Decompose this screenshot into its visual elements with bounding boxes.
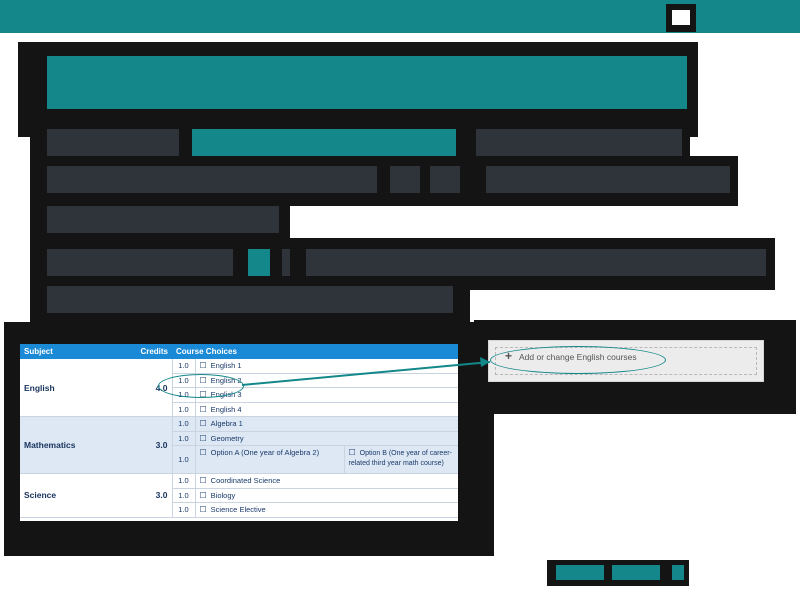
back-button[interactable] bbox=[556, 565, 604, 580]
close-button[interactable] bbox=[666, 4, 696, 32]
text-line bbox=[486, 166, 730, 193]
add-link-highlight bbox=[490, 346, 666, 374]
table-row: Mathematics 3.0 1.0 Algebra 1 bbox=[20, 416, 458, 474]
subject-math: Mathematics bbox=[20, 416, 120, 474]
next-button[interactable] bbox=[612, 565, 660, 580]
highlighted-word bbox=[192, 129, 456, 156]
table-row: English 4.0 1.0 English 1 bbox=[20, 359, 458, 417]
text-line bbox=[476, 129, 682, 156]
dialog-title-bar bbox=[47, 56, 687, 109]
credits-math: 3.0 bbox=[120, 416, 173, 474]
subject-english: English bbox=[20, 359, 120, 417]
table-row: 1.0 Option A (One year of Algebra 2) Opt… bbox=[20, 445, 458, 474]
table-row: 1.0 Science Elective bbox=[20, 502, 458, 518]
subject-header: Subject bbox=[20, 344, 120, 359]
credits-header: Credits bbox=[120, 344, 172, 359]
text-line bbox=[282, 249, 290, 276]
course-choice[interactable]: Science Elective bbox=[195, 502, 458, 518]
text-line bbox=[47, 166, 377, 193]
text-line bbox=[47, 129, 179, 156]
text-line bbox=[47, 286, 453, 313]
course-table: Subject Credits Course Choices English 4… bbox=[20, 344, 458, 521]
highlighted-word bbox=[248, 249, 270, 276]
credits-english: 4.0 bbox=[120, 359, 173, 417]
course-choice-option-b[interactable]: Option B (One year of career-related thi… bbox=[344, 445, 458, 474]
subject-science: Science bbox=[20, 473, 120, 518]
text-line bbox=[47, 249, 233, 276]
choices-header: Course Choices bbox=[172, 344, 458, 359]
text-line bbox=[430, 166, 460, 193]
english2-highlight bbox=[158, 374, 244, 398]
table-row: Science 3.0 1.0 Coordinated Science bbox=[20, 473, 458, 518]
text-line bbox=[47, 206, 279, 233]
course-choice-option-a[interactable]: Option A (One year of Algebra 2) bbox=[195, 445, 345, 474]
table-header-row: Subject Credits Course Choices bbox=[20, 344, 458, 359]
text-line bbox=[390, 166, 420, 193]
more-button[interactable] bbox=[672, 565, 684, 580]
text-line bbox=[306, 249, 766, 276]
credits-science: 3.0 bbox=[120, 473, 173, 518]
